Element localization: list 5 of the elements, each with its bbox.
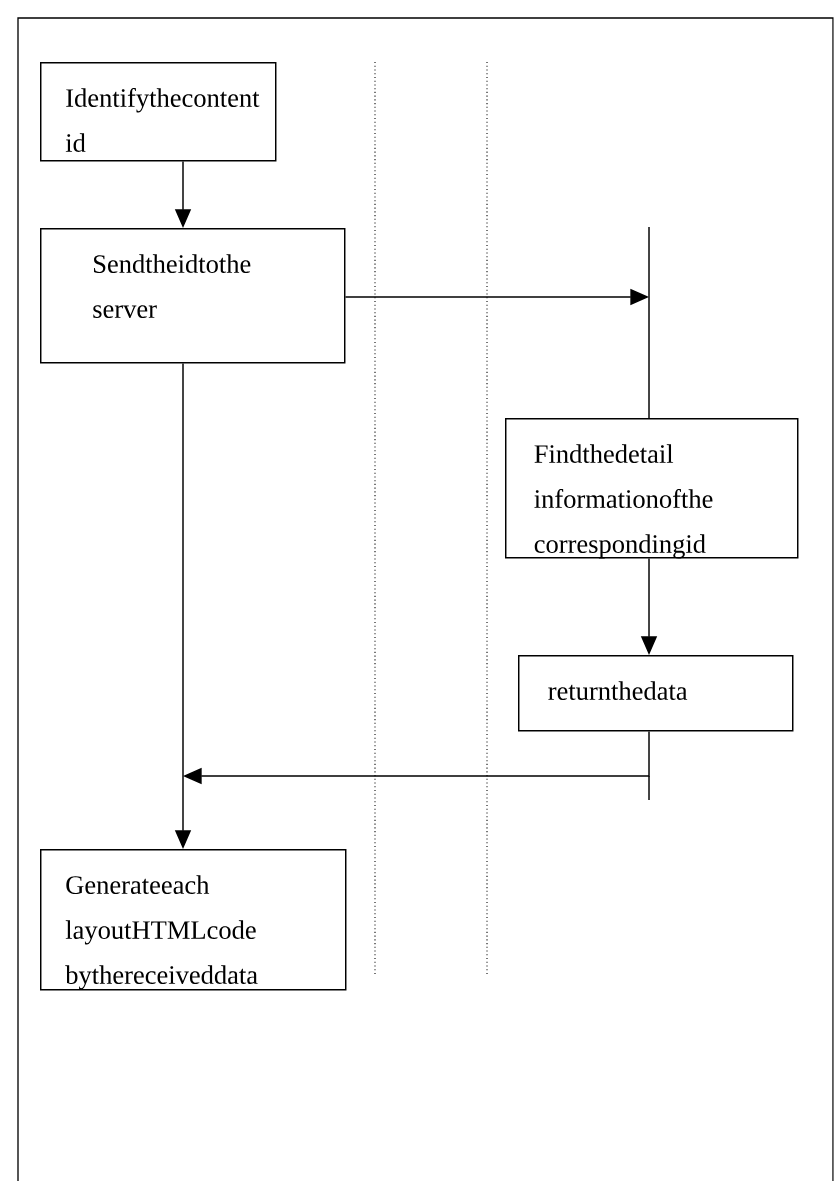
process-box: returnthedata — [518, 655, 794, 732]
process-box: Findthedetail informationofthe correspondingid — [505, 418, 799, 559]
process-box: Identifythecontent id — [40, 62, 277, 162]
process-box: Generateeach layoutHTMLcode bythereceiveddata — [40, 849, 347, 991]
process-box: Sendtheidtothe server — [40, 228, 346, 364]
